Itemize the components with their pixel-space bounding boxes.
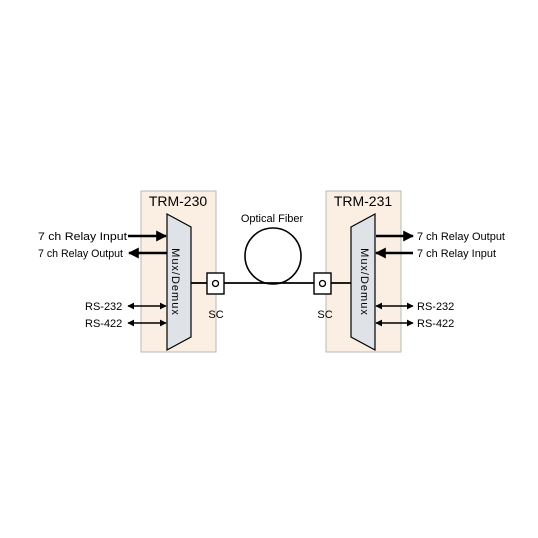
right-unit-title: TRM-231 xyxy=(334,193,393,209)
left-mux-label: Mux/Demux xyxy=(169,248,181,316)
left-rs232-label: RS-232 xyxy=(85,301,122,313)
left-relay-output-label: 7 ch Relay Output xyxy=(38,248,123,260)
optical-fiber-label: Optical Fiber xyxy=(241,213,304,225)
right-relay-input-label: 7 ch Relay Input xyxy=(417,248,496,260)
left-rs422-label: RS-422 xyxy=(85,318,122,330)
left-unit-title: TRM-230 xyxy=(149,193,208,209)
left-relay-input-label: 7 ch Relay Input xyxy=(38,231,127,243)
left-mux-demux-block xyxy=(166,212,192,352)
right-mux-demux-block xyxy=(350,212,376,352)
right-rs232-label: RS-232 xyxy=(417,301,454,313)
left-sc-label: SC xyxy=(208,309,223,321)
right-rs422-label: RS-422 xyxy=(417,318,454,330)
fiber-loop xyxy=(244,227,302,285)
right-mux-label: Mux/Demux xyxy=(358,248,370,316)
right-sc-label: SC xyxy=(317,309,332,321)
right-relay-output-label: 7 ch Relay Output xyxy=(417,231,505,243)
right-sc-connector-core xyxy=(318,279,327,288)
left-sc-connector-core xyxy=(211,279,220,288)
